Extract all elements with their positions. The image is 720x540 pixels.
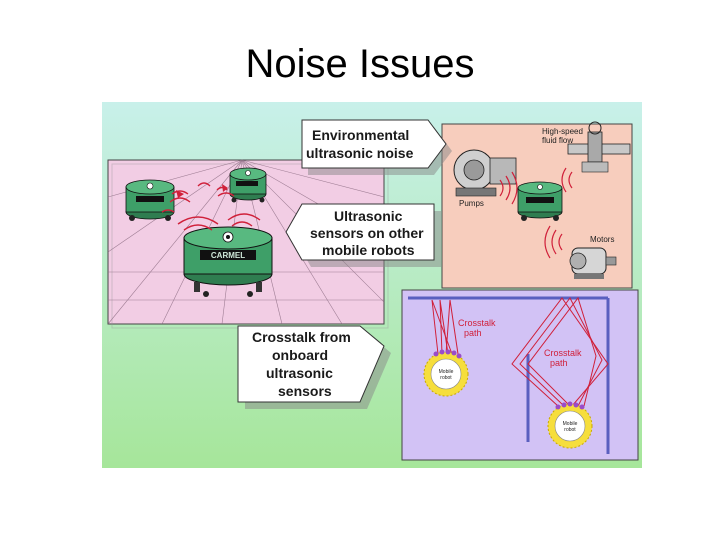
noise-diagram: CARMEL P <box>102 102 642 468</box>
valve-icon <box>567 121 631 173</box>
callout-crosstalk-line3: ultrasonic <box>266 365 333 381</box>
robot-icon <box>229 167 267 203</box>
crosstalk-path-right-line2: path <box>550 358 568 368</box>
robot-left-label-line2: robot <box>440 375 452 381</box>
robot-left-label-line1: Mobile <box>439 369 454 375</box>
pumps-label: Pumps <box>459 199 484 208</box>
crosstalk-panel: Mobile robot Mobile robot Crosstalk path… <box>401 289 639 461</box>
callout-crosstalk-line2: onboard <box>272 347 328 363</box>
sensor-ring-robot: Mobile robot <box>547 401 593 449</box>
robot-brand-label: CARMEL <box>211 251 245 260</box>
callout-other-robots-line2: sensors on other <box>310 225 424 241</box>
callout-environmental: Environmental ultrasonic noise <box>301 119 452 175</box>
robot-icon <box>125 179 175 221</box>
crosstalk-path-left-line1: Crosstalk <box>458 318 496 328</box>
callout-crosstalk-line1: Crosstalk from <box>252 329 351 345</box>
robot-icon: CARMEL <box>183 226 273 297</box>
callout-other-robots-line3: mobile robots <box>322 242 415 258</box>
crosstalk-path-right-line1: Crosstalk <box>544 348 582 358</box>
crosstalk-path-left-line2: path <box>464 328 482 338</box>
robot-icon <box>517 181 563 221</box>
motors-label: Motors <box>590 235 614 244</box>
environment-panel: Pumps High-speed fluid flow Motors <box>441 121 633 289</box>
motor-icon <box>569 247 617 279</box>
noise-arcs <box>499 167 573 259</box>
pump-icon <box>453 149 517 197</box>
robot-right-label-line1: Mobile <box>563 421 578 427</box>
fluid-flow-label-line1: High-speed <box>542 127 583 136</box>
callout-crosstalk-line4: sensors <box>278 383 332 399</box>
sensor-ring-robot: Mobile robot <box>423 349 469 397</box>
fluid-flow-label-line2: fluid flow <box>542 136 573 145</box>
slide-title: Noise Issues <box>245 42 475 86</box>
callout-environmental-line2: ultrasonic noise <box>306 145 414 161</box>
callout-environmental-line1: Environmental <box>312 127 409 143</box>
callout-other-robots: Ultrasonic sensors on other mobile robot… <box>285 203 441 267</box>
callout-other-robots-line1: Ultrasonic <box>334 208 403 224</box>
robot-right-label-line2: robot <box>564 427 576 433</box>
callout-crosstalk: Crosstalk from onboard ultrasonic sensor… <box>237 325 391 409</box>
